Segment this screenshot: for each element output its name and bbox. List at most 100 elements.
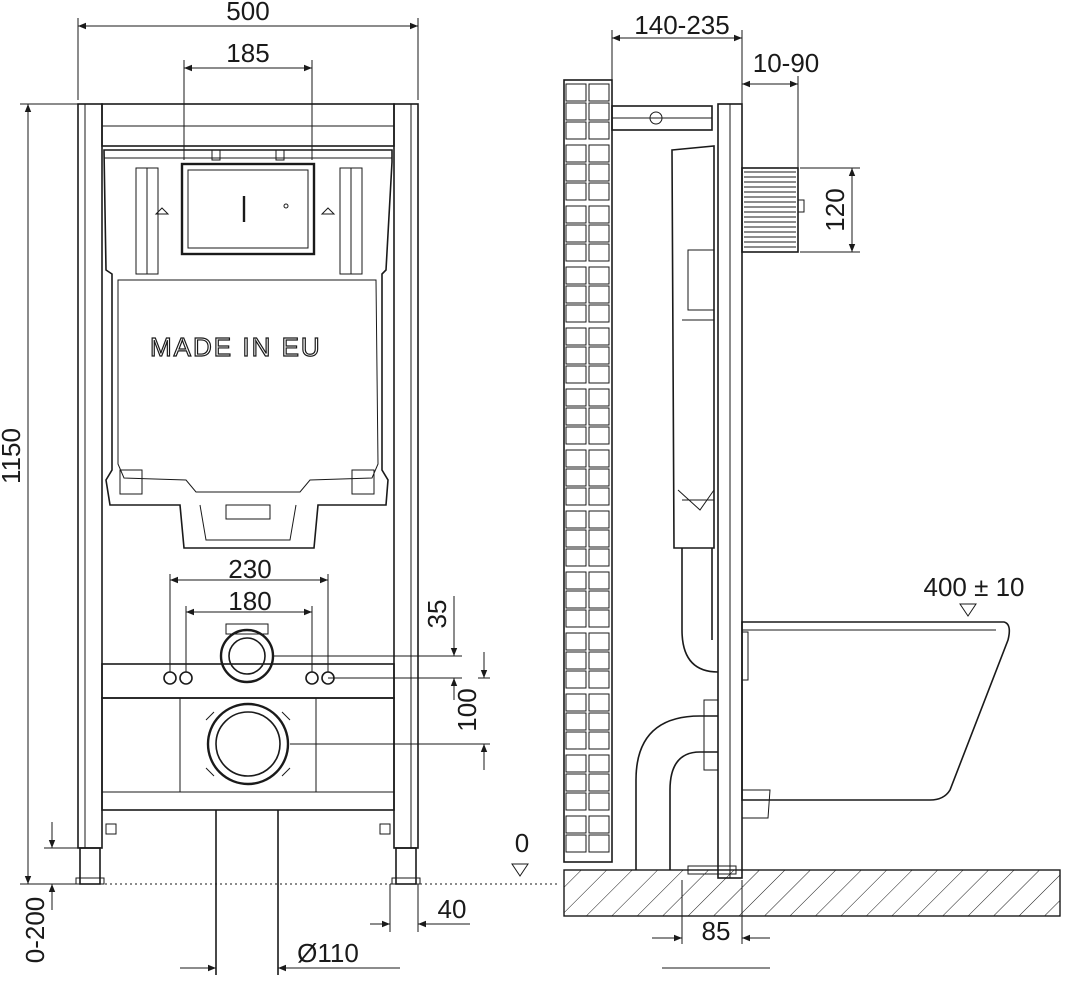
tile-wall [563,79,613,863]
side-view: 140-235 10-90 120 400 ± 10 0 85 [511,10,1061,969]
wall-tile [565,205,587,224]
wall-tile [588,468,610,487]
inlet-elbow [681,548,719,673]
wall-tile [565,144,587,163]
wall-tile [588,651,610,670]
wall-tile [588,548,610,567]
wall-tile [565,815,587,834]
wall-tile [565,754,587,773]
wall-tile [588,327,610,346]
wall-tile [565,426,587,445]
wall-tile [565,407,587,426]
dim-bolt-inner: 180 [228,586,271,616]
wall-tile [565,266,587,285]
dim-frame-height: 1150 [0,428,26,484]
dim-bolt-outer: 230 [228,554,271,584]
dim-flush-plate-range: 10-90 [753,48,820,78]
wall-tile [588,243,610,262]
toilet-bowl [741,621,1011,801]
wall-tile [588,121,610,140]
bolt-hole [179,671,193,685]
wall-tile [565,792,587,811]
wall-tile [565,327,587,346]
wall-tile [565,609,587,628]
wall-tile [588,449,610,468]
wall-tile [565,712,587,731]
wall-tile [565,670,587,689]
wall-tile [565,121,587,140]
wall-tile [588,529,610,548]
dim-outlet-offset: 100 [452,688,482,731]
wall-tile [588,754,610,773]
bolt-hole [163,671,177,685]
dim-frame-width: 500 [226,0,269,26]
front-view: MADE IN EU 500 [0,0,560,975]
wall-tile [588,163,610,182]
wall-tile [588,102,610,121]
left-post [77,103,103,849]
drain-elbow [635,715,718,870]
wall-tile [565,773,587,792]
wall-tile [588,609,610,628]
made-in-eu-stamp: MADE IN EU [150,332,322,362]
wall-tile [565,224,587,243]
wall-tile [588,693,610,712]
wall-tile [588,632,610,651]
wall-tile [565,487,587,506]
wall-tile [565,834,587,853]
wall-tile [565,571,587,590]
dim-drain-diameter: Ø110 [297,938,359,968]
wall-tile [588,815,610,834]
wall-tile [565,693,587,712]
wall-tile [565,510,587,529]
cistern-side [671,145,715,549]
top-rail [101,103,395,147]
wall-tile [588,590,610,609]
right-post [393,103,419,849]
wall-tile [588,285,610,304]
wall-tile [588,346,610,365]
dim-top-box-width: 185 [226,38,269,68]
wall-tile [565,388,587,407]
lower-frame [101,697,395,811]
wall-tile [588,224,610,243]
wall-tile [588,773,610,792]
wall-tile [565,285,587,304]
cistern-body [103,149,393,549]
bolt-hole [305,671,319,685]
wall-tile [588,426,610,445]
dim-floor-offset: 85 [702,916,731,946]
wall-tile [565,182,587,201]
wall-tile [565,243,587,262]
wall-tile [565,163,587,182]
dim-floor-level: 0 [515,828,529,858]
wall-tile [588,365,610,384]
wall-tile [588,792,610,811]
outlet-pipe [206,702,290,786]
wall-tiles [565,83,610,853]
dim-flush-plate-height: 120 [820,188,850,231]
wall-tile [565,102,587,121]
wall-tile [565,365,587,384]
wall-tile [588,834,610,853]
wall-tile [588,182,610,201]
wall-tile [565,651,587,670]
dim-bowl-height: 400 ± 10 [923,572,1024,602]
dim-foot-depth: 40 [438,894,467,924]
wall-tile [565,632,587,651]
wall-tile [565,83,587,102]
wall-tile [588,388,610,407]
wall-tile [588,510,610,529]
level-marker-floor [511,863,529,877]
wall-tile [588,205,610,224]
wall-tile [565,529,587,548]
wall-tile [565,346,587,365]
wall-tile [588,407,610,426]
wall-tile [565,468,587,487]
flush-box [180,162,316,256]
dim-wall-depth: 140-235 [634,10,729,40]
wall-tile [588,712,610,731]
wall-tile [565,548,587,567]
